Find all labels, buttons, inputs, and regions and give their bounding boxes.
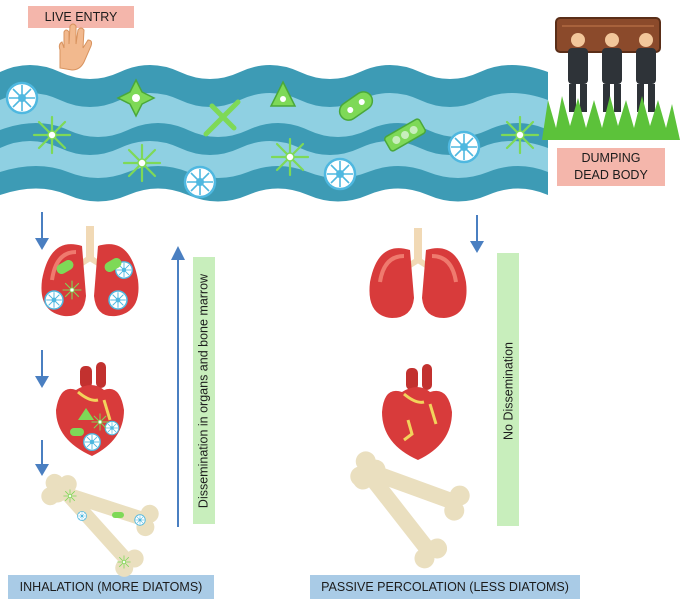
heart-icon xyxy=(56,362,124,456)
arrow-up-icon xyxy=(171,246,185,527)
heart-icon xyxy=(382,364,452,460)
dumping-line1: DUMPING xyxy=(581,151,641,165)
diatom-icon xyxy=(5,78,540,199)
dumping-line2: DEAD BODY xyxy=(574,168,648,182)
bone-icon xyxy=(350,451,470,569)
lungs-icon xyxy=(369,228,467,318)
live-entry-label: LIVE ENTRY xyxy=(28,6,134,28)
passive-percolation-label: PASSIVE PERCOLATION (LESS DIATOMS) xyxy=(310,575,580,599)
pallbearers-icon xyxy=(542,17,680,140)
dumping-dead-body-label: DUMPING DEAD BODY xyxy=(557,148,665,186)
lungs-icon xyxy=(41,226,139,317)
arrow-down-icon xyxy=(35,212,484,476)
no-dissemination-bar xyxy=(497,253,519,526)
inhalation-label: INHALATION (MORE DIATOMS) xyxy=(8,575,214,599)
hand-icon xyxy=(58,23,93,71)
dissemination-bar xyxy=(193,257,215,524)
bone-icon xyxy=(41,473,159,577)
